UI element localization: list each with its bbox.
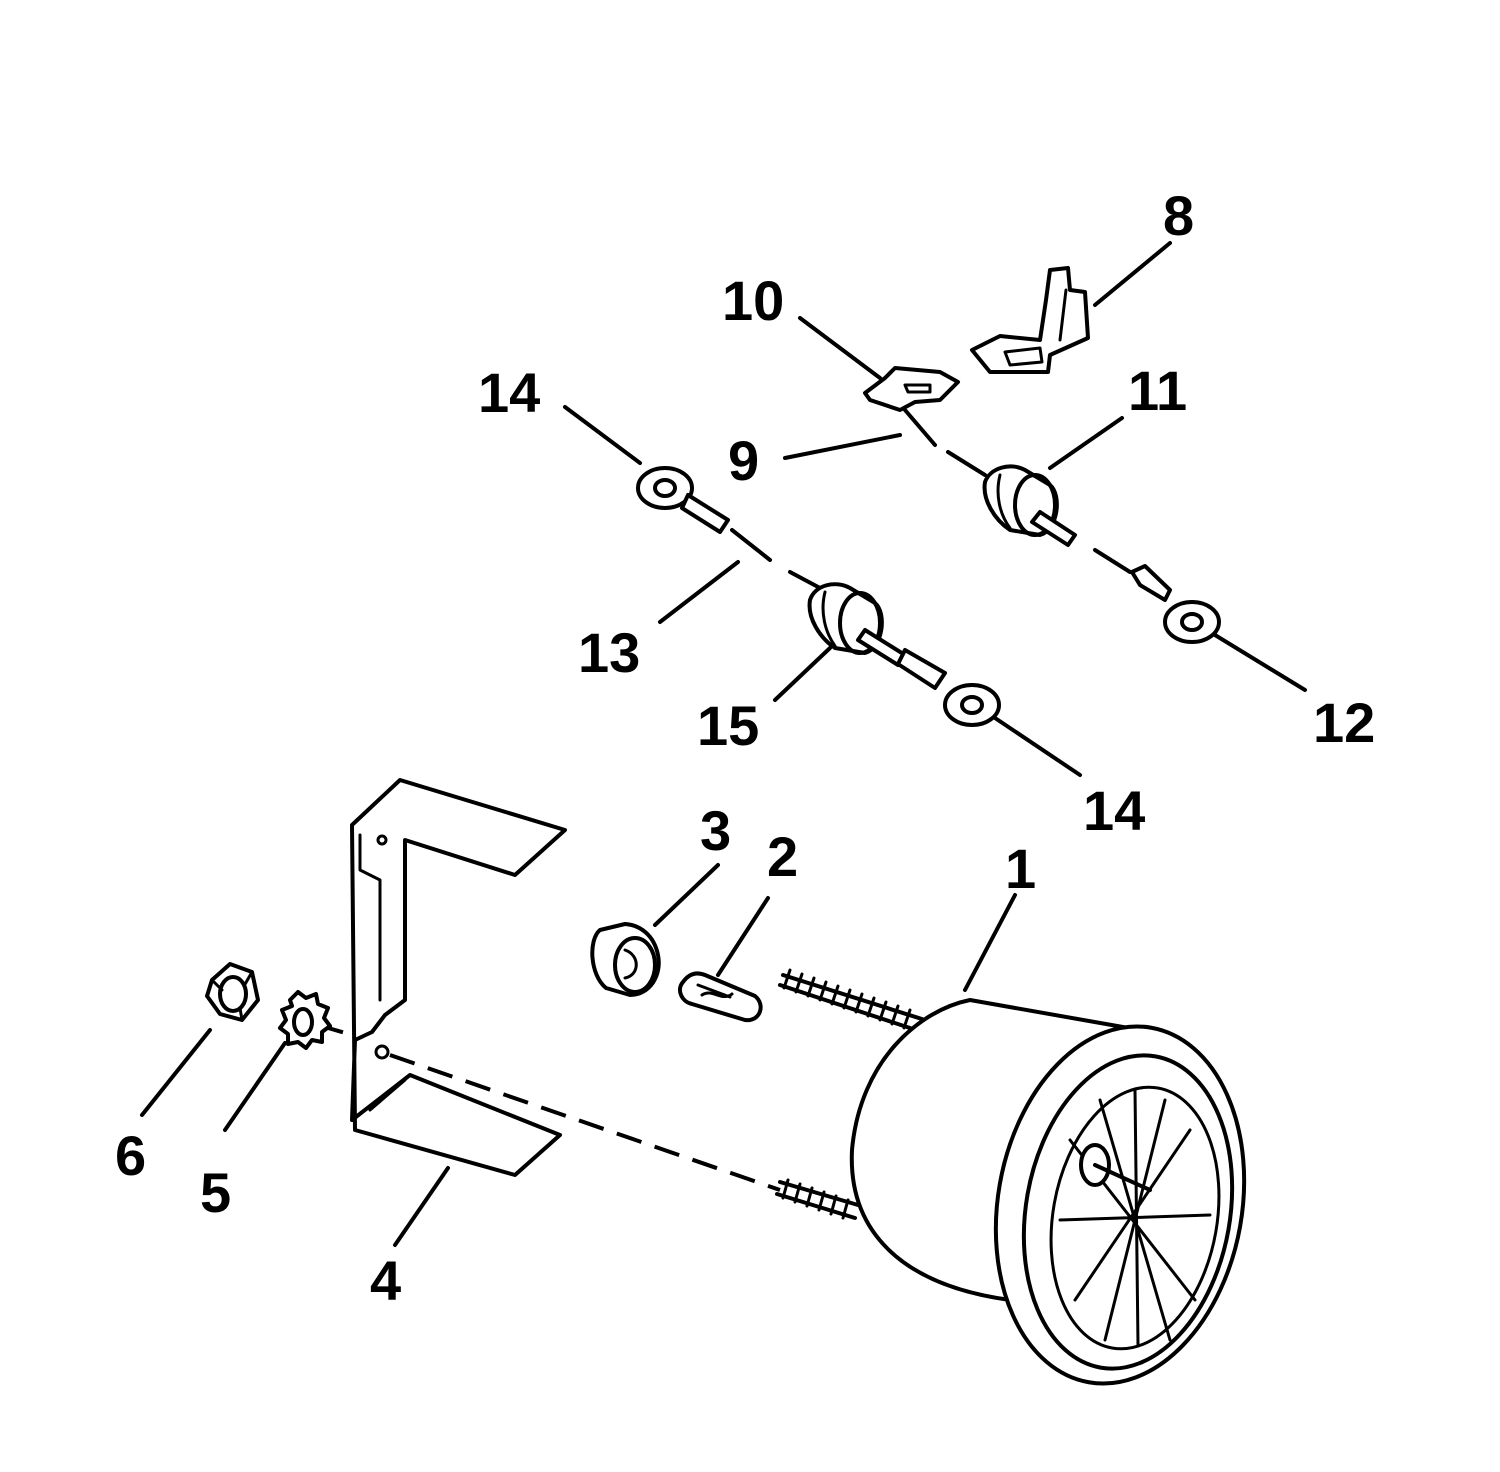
callout-2: 2 (767, 825, 798, 888)
leader-10 (798, 316, 882, 380)
leader-12 (1213, 633, 1307, 692)
leader-6 (140, 1028, 212, 1117)
callout-14-lower: 14 (1083, 779, 1145, 842)
spade-terminal (863, 366, 960, 412)
callout-1: 1 (1005, 837, 1036, 900)
gauge-stud-lower (775, 1178, 860, 1220)
callout-9: 9 (728, 429, 759, 492)
callout-13: 13 (578, 621, 640, 684)
wire-lead-b (946, 450, 987, 477)
leader-11 (1048, 416, 1124, 470)
callout-6: 6 (115, 1124, 146, 1187)
wire-sleeve-lower (896, 648, 947, 690)
assembly-line-bracket-gauge (389, 1053, 781, 1192)
suppressor-upper (982, 464, 1077, 547)
callout-12: 12 (1313, 691, 1375, 754)
callout-11: 11 (1128, 359, 1187, 422)
ring-terminal-14-upper (636, 466, 730, 534)
gauge-assembly (775, 968, 1247, 1386)
callout-numbers: 1 2 3 4 5 6 8 9 10 11 12 13 14 14 15 (115, 184, 1375, 1312)
callout-15: 15 (697, 694, 759, 757)
callout-3: 3 (700, 799, 731, 862)
leader-14-lower (993, 716, 1082, 777)
gauge-dial (1049, 1085, 1221, 1351)
leader-2 (716, 896, 770, 977)
leader-lines (140, 241, 1307, 1247)
bulb (678, 971, 763, 1023)
gauge-needle (1093, 1163, 1152, 1192)
wire-lead-d (788, 570, 822, 590)
callout-14-upper: 14 (478, 361, 540, 424)
callout-4: 4 (370, 1249, 401, 1312)
leader-15 (773, 646, 832, 702)
leader-14-upper (563, 405, 642, 465)
wire-lead-c (1093, 548, 1132, 574)
hex-nut (205, 962, 260, 1022)
leader-1 (963, 893, 1017, 992)
leader-4 (393, 1166, 450, 1247)
ring-terminal-14-lower (943, 683, 1001, 727)
leader-5 (223, 1041, 287, 1132)
callout-10: 10 (722, 269, 784, 332)
mounting-bracket (350, 778, 567, 1177)
terminal-clip (970, 266, 1090, 374)
callout-5: 5 (200, 1161, 231, 1224)
leader-9 (783, 433, 902, 460)
ring-terminal-12 (1130, 564, 1221, 644)
wire-lead-13 (730, 528, 772, 562)
callout-8: 8 (1163, 184, 1194, 247)
leader-8 (1093, 241, 1172, 307)
wire-lead (903, 408, 937, 447)
bulb-socket (590, 922, 661, 997)
gauge-bezel-inner-ring (1021, 1053, 1235, 1371)
gauge-stud-upper (778, 968, 927, 1034)
lock-washer (278, 990, 332, 1050)
leader-13 (658, 560, 740, 624)
leader-3 (653, 863, 720, 927)
